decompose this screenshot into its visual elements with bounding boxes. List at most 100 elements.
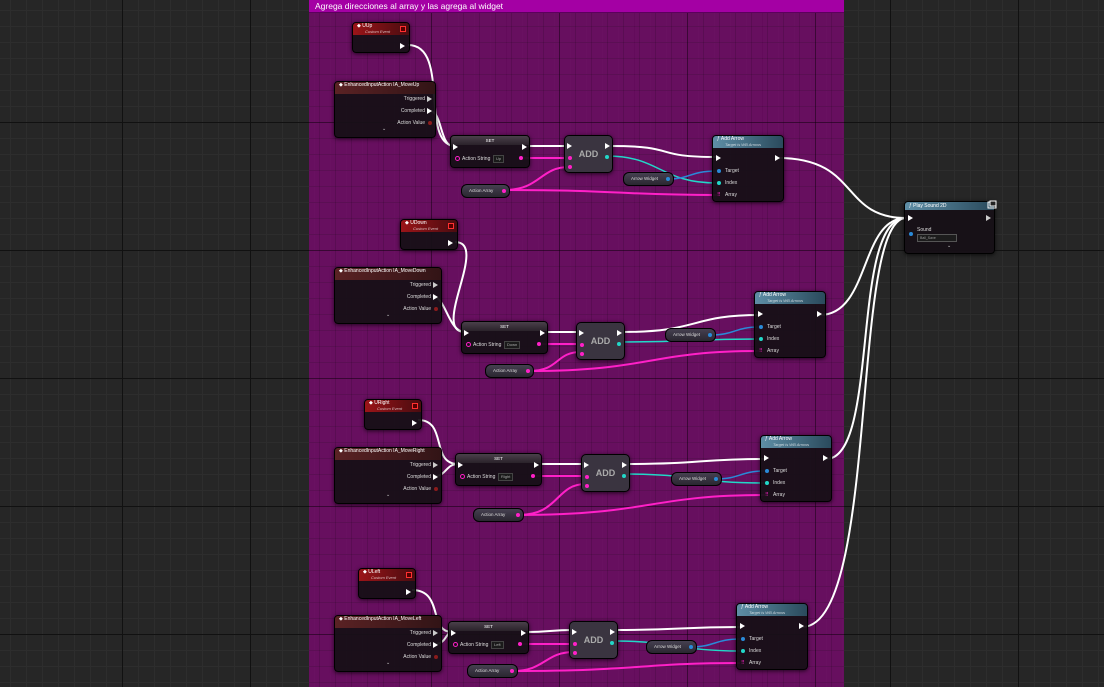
index-out-pin[interactable] [622,474,626,478]
exec-in-pin[interactable] [451,630,456,636]
exec-in-pin[interactable] [572,629,577,635]
custom-event-node-left[interactable]: ◆ ULeft Custom Event [358,568,416,599]
exec-in-pin[interactable] [908,215,913,221]
red-square-icon[interactable] [448,223,454,229]
chevron-down-icon[interactable]: ⌄ [947,243,952,249]
add-arrow-node-down[interactable]: ƒ Add Arrow Target is WB Arrows Target I… [754,291,826,358]
action-string-pin[interactable] [460,474,465,479]
action-string-value[interactable]: Right [498,473,514,481]
set-output-pin[interactable] [518,642,522,646]
exec-out-pin[interactable] [534,462,539,468]
array-grid-icon[interactable]: ⠿ [759,348,763,354]
comment-header[interactable]: Agrega direcciones al array y las agrega… [309,0,844,13]
exec-out-pin[interactable] [406,589,411,595]
action-string-value[interactable]: Up [493,155,505,163]
index-pin[interactable] [765,481,769,485]
index-pin[interactable] [717,181,721,185]
arrow-widget-variable[interactable]: Arrow Widget [665,328,716,342]
play-sound-2d-node[interactable]: ƒ Play Sound 2D Sound Ball_Save ⌄ [904,201,995,254]
triggered-pin[interactable] [427,96,432,102]
sound-pin[interactable] [909,232,913,236]
add-arrow-node-left[interactable]: ƒ Add Arrow Target is WB Arrows Target I… [736,603,808,670]
input-action-node-left[interactable]: ◆ EnhancedInputAction IA_MoveLeft Trigge… [334,615,442,672]
exec-out-pin[interactable] [817,311,822,317]
exec-in-pin[interactable] [464,330,469,336]
set-output-pin[interactable] [531,474,535,478]
action-value-pin[interactable] [428,121,432,125]
custom-event-node-right[interactable]: ◆ URight Custom Event [364,399,422,430]
red-square-icon[interactable] [400,26,406,32]
chevron-down-icon[interactable]: ⌄ [386,312,391,318]
exec-in-pin[interactable] [740,623,745,629]
exec-in-pin[interactable] [567,143,572,149]
target-pin[interactable] [765,469,769,473]
target-pin[interactable] [741,637,745,641]
action-array-variable[interactable]: Action Array [461,184,510,198]
completed-pin[interactable] [433,642,438,648]
array-grid-icon[interactable]: ⠿ [741,660,745,666]
action-array-out-pin[interactable] [510,669,514,673]
action-value-pin[interactable] [434,307,438,311]
item-in-pin[interactable] [568,165,572,169]
arrow-widget-variable[interactable]: Arrow Widget [671,472,722,486]
exec-out-pin[interactable] [448,240,453,246]
exec-out-pin[interactable] [522,144,527,150]
set-node-left[interactable]: SET Action String Left [448,621,529,654]
triggered-pin[interactable] [433,462,438,468]
array-in-pin[interactable] [580,343,584,347]
completed-pin[interactable] [433,294,438,300]
input-action-node-right[interactable]: ◆ EnhancedInputAction IA_MoveRight Trigg… [334,447,442,504]
action-array-out-pin[interactable] [502,189,506,193]
exec-out-pin[interactable] [540,330,545,336]
action-array-variable[interactable]: Action Array [467,664,518,678]
arrow-widget-out-pin[interactable] [708,333,712,337]
exec-out-pin[interactable] [823,455,828,461]
action-array-variable[interactable]: Action Array [473,508,524,522]
chevron-down-icon[interactable]: ⌄ [382,126,387,132]
red-square-icon[interactable] [412,403,418,409]
array-in-pin[interactable] [573,642,577,646]
input-action-node-down[interactable]: ◆ EnhancedInputAction IA_MoveDown Trigge… [334,267,442,324]
exec-in-pin[interactable] [764,455,769,461]
exec-out-pin[interactable] [521,630,526,636]
exec-in-pin[interactable] [458,462,463,468]
index-out-pin[interactable] [605,155,609,159]
index-out-pin[interactable] [617,342,621,346]
index-pin[interactable] [741,649,745,653]
action-string-pin[interactable] [466,342,471,347]
action-array-out-pin[interactable] [526,369,530,373]
exec-in-pin[interactable] [579,330,584,336]
arrow-widget-variable[interactable]: Arrow Widget [623,172,674,186]
completed-pin[interactable] [427,108,432,114]
exec-out-pin[interactable] [605,143,610,149]
target-pin[interactable] [759,325,763,329]
array-grid-icon[interactable]: ⠿ [765,492,769,498]
action-value-pin[interactable] [434,655,438,659]
add-arrow-node-right[interactable]: ƒ Add Arrow Target is WB Arrows Target I… [760,435,832,502]
exec-in-pin[interactable] [758,311,763,317]
exec-out-pin[interactable] [617,330,622,336]
custom-event-node-down[interactable]: ◆ UDown Custom Event [400,219,458,250]
array-in-pin[interactable] [585,475,589,479]
array-add-node-down[interactable]: ADD [576,322,625,360]
array-grid-icon[interactable]: ⠿ [717,192,721,198]
exec-in-pin[interactable] [716,155,721,161]
triggered-pin[interactable] [433,282,438,288]
set-node-right[interactable]: SET Action String Right [455,453,542,486]
custom-event-node-up[interactable]: ◆ UUp Custom Event [352,22,410,53]
exec-out-pin[interactable] [775,155,780,161]
set-output-pin[interactable] [537,342,541,346]
sound-asset-selector[interactable]: Ball_Save [917,234,957,242]
arrow-widget-out-pin[interactable] [714,477,718,481]
exec-out-pin[interactable] [986,215,991,221]
completed-pin[interactable] [433,474,438,480]
red-square-icon[interactable] [406,572,412,578]
exec-out-pin[interactable] [610,629,615,635]
action-array-out-pin[interactable] [516,513,520,517]
index-out-pin[interactable] [610,641,614,645]
index-pin[interactable] [759,337,763,341]
action-array-variable[interactable]: Action Array [485,364,534,378]
array-add-node-left[interactable]: ADD [569,621,618,659]
item-in-pin[interactable] [580,352,584,356]
action-value-pin[interactable] [434,487,438,491]
